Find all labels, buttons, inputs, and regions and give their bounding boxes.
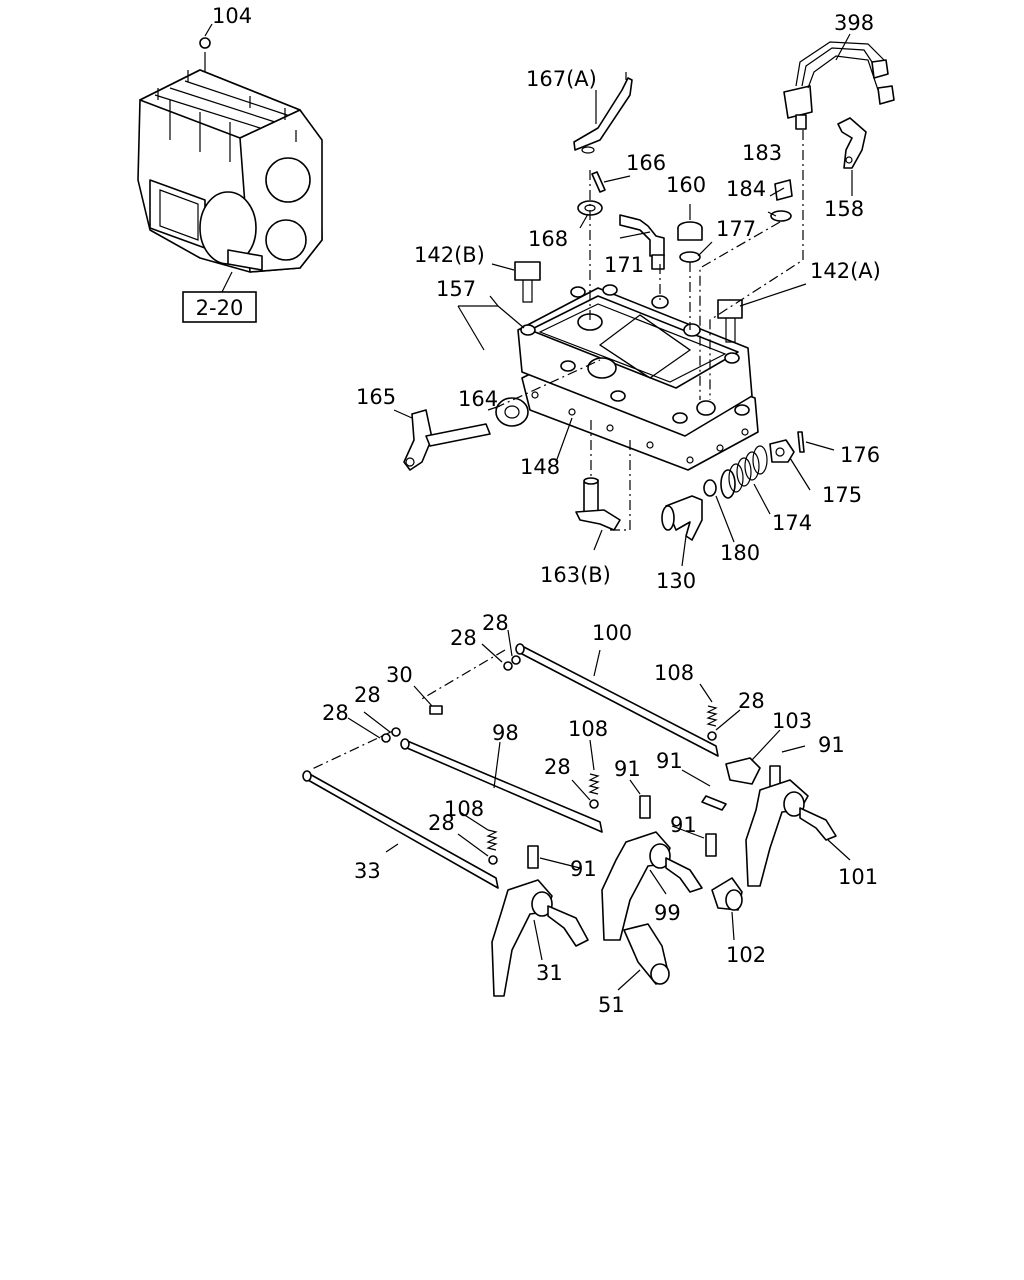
part-label-28: 28 (354, 683, 381, 707)
part-label-104: 104 (212, 4, 252, 28)
part-label-164: 164 (458, 387, 498, 411)
reference-box-label: 2-20 (196, 296, 244, 320)
leader-lines (347, 33, 853, 991)
part-label-171: 171 (604, 253, 644, 277)
part-label-98: 98 (492, 721, 519, 745)
part-label-165: 165 (356, 385, 396, 409)
part-label-28: 28 (544, 755, 571, 779)
part-label-168: 168 (528, 227, 568, 251)
spring-108-parts (486, 705, 718, 851)
shift-fork-31 (491, 879, 589, 997)
shift-fork-99 (601, 831, 703, 941)
part-label-180: 180 (720, 541, 760, 565)
part-label-167a: 167(A) (526, 67, 597, 91)
part-label-100: 100 (592, 621, 632, 645)
bolt-part (514, 261, 541, 303)
part-label-148: 148 (520, 455, 560, 479)
detent-ball-parts (381, 655, 717, 865)
part-label-101: 101 (838, 865, 878, 889)
shift-block-102 (711, 877, 743, 911)
part-label-160: 160 (666, 173, 706, 197)
part-label-130: 130 (656, 569, 696, 593)
part-label-30: 30 (386, 663, 413, 687)
part-label-175: 175 (822, 483, 862, 507)
shift-lever-part (403, 409, 491, 471)
assembly-guide-lines (309, 130, 804, 771)
part-label-91: 91 (570, 857, 597, 881)
plug-part (769, 439, 795, 463)
part-label-103: 103 (772, 709, 812, 733)
inner-lever-part (575, 477, 621, 531)
part-label-99: 99 (654, 901, 681, 925)
clip-part (837, 117, 867, 169)
part-label-174: 174 (772, 511, 812, 535)
shift-rail-33 (302, 770, 499, 889)
part-label-108: 108 (654, 661, 694, 685)
part-label-28: 28 (450, 626, 477, 650)
shift-rail-100 (515, 643, 719, 757)
shift-rail-98 (400, 738, 603, 833)
plug-part (677, 221, 703, 241)
shift-block-51 (623, 923, 670, 985)
part-label-28: 28 (482, 611, 509, 635)
part-label-166: 166 (626, 151, 666, 175)
part-label-102: 102 (726, 943, 766, 967)
part-label-142b: 142(B) (414, 243, 485, 267)
interlock-pin-part (429, 705, 443, 715)
pin-part (591, 171, 606, 193)
part-number-labels: 104 398 167(A) 166 168 160 183 184 158 1… (212, 4, 881, 1017)
bolt-part (717, 299, 743, 343)
part-label-91: 91 (818, 733, 845, 757)
shift-block-part (661, 495, 703, 541)
part-label-108: 108 (568, 717, 608, 741)
part-label-28: 28 (738, 689, 765, 713)
transmission-case-illustration (137, 23, 323, 293)
shift-fork-101 (745, 779, 837, 887)
shift-block-103 (725, 757, 761, 785)
washer-part (679, 251, 701, 263)
part-label-33: 33 (354, 859, 381, 883)
roll-pin-parts (527, 765, 781, 869)
part-label-176: 176 (840, 443, 880, 467)
shift-cover-assembly (517, 284, 759, 471)
washer-part (703, 479, 717, 497)
sensor-harness-part (783, 41, 895, 130)
part-label-28: 28 (322, 701, 349, 725)
part-label-183: 183 (742, 141, 782, 165)
part-label-108: 108 (444, 797, 484, 821)
spring-part (720, 445, 768, 499)
part-label-28: 28 (428, 811, 455, 835)
part-label-398: 398 (834, 11, 874, 35)
part-label-184: 184 (726, 177, 766, 201)
washer-part (770, 210, 792, 222)
part-label-158: 158 (824, 197, 864, 221)
part-label-91: 91 (614, 757, 641, 781)
part-label-142a: 142(A) (810, 259, 881, 283)
plug-part (774, 179, 793, 201)
part-label-91: 91 (670, 813, 697, 837)
oil-seal-part (495, 397, 529, 427)
switch-part (619, 214, 665, 270)
part-label-31: 31 (536, 961, 563, 985)
bracket-part (573, 72, 633, 154)
part-label-91: 91 (656, 749, 683, 773)
reference-box (182, 291, 257, 323)
pin-part (797, 431, 805, 453)
part-label-157: 157 (436, 277, 476, 301)
part-label-177: 177 (716, 217, 756, 241)
part-label-163b: 163(B) (540, 563, 611, 587)
part-label-51: 51 (598, 993, 625, 1017)
